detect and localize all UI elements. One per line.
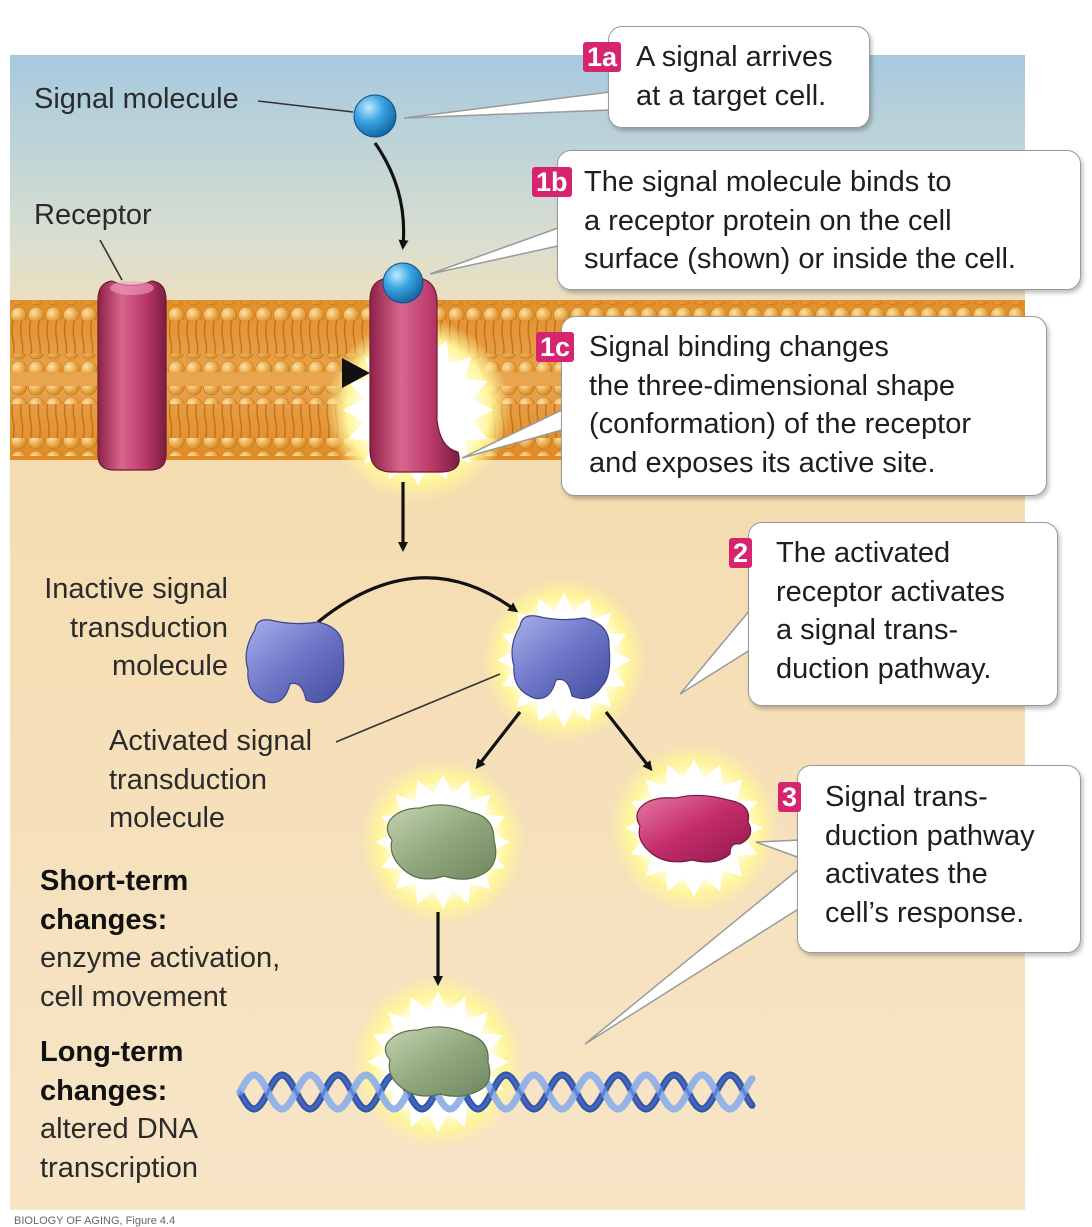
label-long-term: Long-term changes: altered DNA transcrip… (40, 1036, 198, 1184)
transcription-factor (384, 1026, 491, 1097)
badge-2: 2 (729, 538, 753, 568)
arrow-binding (373, 142, 409, 250)
inactive-transduction-molecule (245, 619, 345, 704)
callout-3-text: Signal trans- duction pathway activates … (825, 781, 1035, 929)
callout-1a (608, 26, 870, 128)
label-signal-molecule: Signal molecule (34, 83, 239, 115)
receptor-change-arrowhead (342, 358, 370, 388)
label-activated-molecule: Activated signal transduction molecule (109, 725, 313, 834)
activated-transduction-molecule (511, 615, 611, 700)
badge-3: 3 (778, 782, 802, 812)
label-short-term: Short-term changes: enzyme activation, c… (40, 865, 281, 1013)
callout-1b (557, 150, 1081, 290)
bound-signal-molecule (382, 262, 424, 304)
badge-1c: 1c (536, 332, 575, 362)
badge-1b: 1b (532, 167, 572, 197)
callout-pointers (403, 91, 801, 1045)
label-receptor: Receptor (34, 199, 152, 231)
callout-3 (797, 765, 1081, 953)
response-protein (636, 794, 752, 863)
leader-lines (99, 100, 501, 743)
label-inactive-molecule: Inactive signal transduction molecule (44, 573, 228, 682)
callout-1c (561, 316, 1047, 496)
signal-molecule (353, 94, 397, 138)
enzyme-molecule (386, 804, 497, 880)
arrow-response (604, 711, 653, 772)
callout-1b-text: The signal molecule binds to a receptor … (584, 166, 1016, 275)
arrow-short-term (475, 711, 522, 770)
callout-2 (748, 522, 1058, 706)
figure-credit: BIOLOGY OF AGING, Figure 4.4 (14, 1215, 176, 1227)
callout-1a-text: A signal arrives at a target cell. (636, 41, 833, 112)
dna-helix (236, 1071, 756, 1113)
badge-1a: 1a (583, 42, 622, 72)
callout-2-text: The activated receptor activates a signa… (776, 537, 1005, 685)
callout-1c-text: Signal binding changes the three-dimensi… (589, 331, 972, 479)
inactive-receptor (97, 280, 167, 471)
arrow-transduction (316, 576, 519, 624)
